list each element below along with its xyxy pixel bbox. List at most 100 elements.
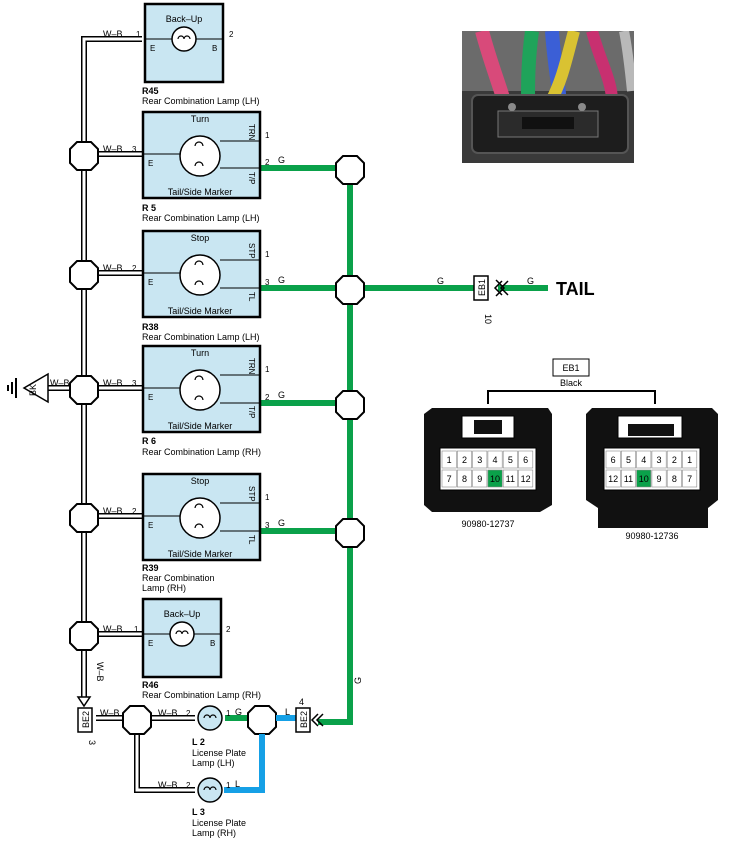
lamp-side-bottom: T/P <box>247 172 256 184</box>
pin-cell <box>605 450 621 469</box>
pin-cell <box>472 469 488 488</box>
lamp-title: Stop <box>191 476 210 486</box>
lamp-r45: Back–Up E B 1 2 R45 Rear Combination Lam… <box>136 2 260 106</box>
pin-number: 9 <box>477 474 482 484</box>
lamp-name: Lamp (RH) <box>192 828 236 838</box>
wire-label-wb: W–B <box>95 662 105 682</box>
pin-cell <box>518 469 534 488</box>
be2-right-connector: BE2 4 <box>295 697 324 733</box>
splice-node <box>69 141 99 171</box>
left-splice-nodes <box>69 141 152 735</box>
pin-cell <box>636 450 652 469</box>
pin-1: 1 <box>136 30 141 39</box>
splice-node <box>69 260 99 290</box>
pin-cell <box>651 450 667 469</box>
splice-node <box>122 705 152 735</box>
lamp-name: Lamp (RH) <box>142 583 186 593</box>
ground-bk: BK <box>7 372 49 404</box>
pin-b: B <box>212 44 217 53</box>
pin-3: 3 <box>265 278 270 287</box>
tail-label: TAIL <box>556 279 595 299</box>
lamp-code: R 5 <box>142 203 156 213</box>
lamp-name: Lamp (LH) <box>192 758 235 768</box>
pin-number: 3 <box>657 455 662 465</box>
lamp-name: Rear Combination Lamp (LH) <box>142 332 260 342</box>
lamp-title: Back–Up <box>166 14 203 24</box>
pin-1: 1 <box>265 250 270 259</box>
wire-label-l: L <box>285 707 290 717</box>
splice-node <box>69 621 99 651</box>
pin-cell <box>518 450 534 469</box>
pin-number: 9 <box>657 474 662 484</box>
pin-cell <box>682 450 698 469</box>
pin-e: E <box>148 393 153 402</box>
lamp-code: R46 <box>142 680 159 690</box>
be2-right-pin: 4 <box>299 697 304 707</box>
pin-cell <box>456 469 472 488</box>
lamp-side-bottom: TL <box>247 292 256 302</box>
pin-1: 1 <box>265 131 270 140</box>
bus-arrow-icon <box>76 696 92 708</box>
part-number-left: 90980-12737 <box>461 519 514 529</box>
wire-label-g: G <box>235 707 242 717</box>
lamp-side-top: TRN <box>247 358 256 375</box>
lamp-side-top: STP <box>247 243 256 259</box>
wire-label-g: G <box>278 275 285 285</box>
green-tail-circuit <box>225 165 548 725</box>
pin-number: 12 <box>521 474 531 484</box>
wire-label-g: G <box>278 390 285 400</box>
pin-cell <box>620 469 636 488</box>
lamp-l3: 2 1 L 3 License Plate Lamp (RH) <box>186 777 246 838</box>
pin-b: B <box>210 639 215 648</box>
pin-e: E <box>148 278 153 287</box>
pin-cell <box>666 469 682 488</box>
wire-label-wb: W–B <box>100 708 120 718</box>
be2-left-pin: 3 <box>87 740 97 745</box>
lamp-name: Rear Combination Lamp (RH) <box>142 690 261 700</box>
pin-cell <box>636 469 652 488</box>
dual-bulb-icon <box>179 497 221 539</box>
splice-node <box>335 275 365 305</box>
splice-node <box>335 390 365 420</box>
wire-label-wb: W–B <box>158 780 178 790</box>
lamp-side-top: TRN <box>247 124 256 141</box>
lamp-r46: Back–Up E B 1 2 R46 Rear Combination Lam… <box>134 597 261 700</box>
lamp-bottom-label: Tail/Side Marker <box>168 306 233 316</box>
pin-e: E <box>150 44 155 53</box>
pin-cell <box>502 450 518 469</box>
lamp-code: L 3 <box>192 807 205 817</box>
pin-number: 8 <box>462 474 467 484</box>
lamp-r5: Turn Tail/Side Marker E TRN T/P 3 1 2 R … <box>132 110 270 223</box>
pin-1: 1 <box>226 709 231 718</box>
wire-label-g: G <box>437 276 444 286</box>
pin-number: 11 <box>506 474 515 484</box>
pin-cell <box>487 450 503 469</box>
pinout-color: Black <box>560 378 583 388</box>
pin-number: 10 <box>639 474 649 484</box>
pin-e: E <box>148 639 153 648</box>
wire-label-g: G <box>278 518 285 528</box>
lamp-code: R39 <box>142 563 159 573</box>
ground-arrow-icon <box>22 372 49 404</box>
lamp-name: License Plate <box>192 748 246 758</box>
wire-label-wb: W–B <box>103 506 123 516</box>
lamp-r39: Stop Tail/Side Marker E STP TL 2 1 3 R39… <box>132 472 270 593</box>
pin-number: 6 <box>523 455 528 465</box>
wire-label-wb: W–B <box>50 378 70 388</box>
pin-2: 2 <box>229 30 234 39</box>
lamp-side-bottom: T/P <box>247 406 256 418</box>
wire-label-g: G <box>353 677 363 684</box>
eb1-arrow-icon <box>495 279 506 297</box>
pin-cell <box>620 450 636 469</box>
lamp-code: R 6 <box>142 436 156 446</box>
lamp-l2: 2 1 L 2 License Plate Lamp (LH) <box>186 705 246 768</box>
lamp-name: Rear Combination Lamp (LH) <box>142 213 260 223</box>
pin-2: 2 <box>186 781 191 790</box>
wire-label-l: L <box>235 779 240 789</box>
lamp-bottom-label: Tail/Side Marker <box>168 187 233 197</box>
lamp-r6: Turn Tail/Side Marker E TRN T/P 3 1 2 R … <box>132 344 270 457</box>
pin-e: E <box>148 159 153 168</box>
splice-node <box>335 518 365 548</box>
